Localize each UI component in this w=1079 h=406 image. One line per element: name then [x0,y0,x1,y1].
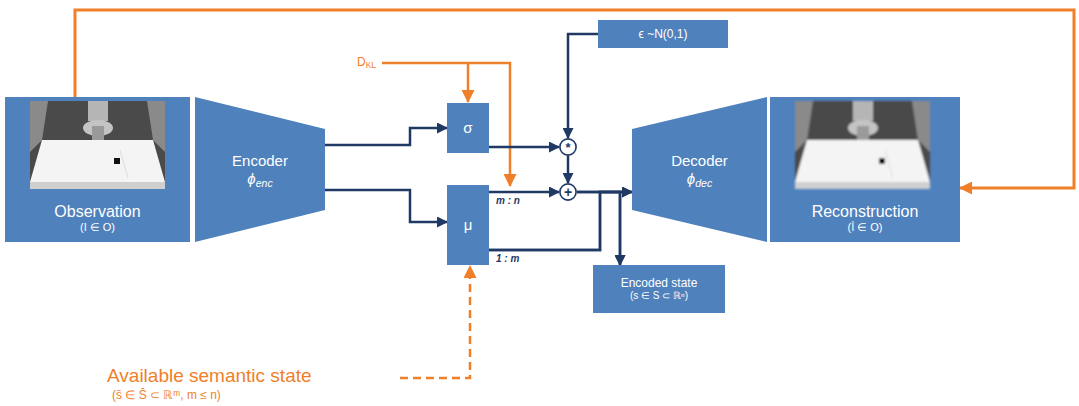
node-formula: (Î ∈ O) [847,221,882,234]
operator-outline [560,184,576,200]
node-formula: (I ∈ O) [80,221,115,234]
node-formula: ϕenc [247,170,272,188]
node-formula: (s ∈ S ⊂ ℝⁿ) [630,290,688,302]
flow-arrow [568,34,598,138]
trapezoid-shape [632,97,767,242]
flow-arrow [489,146,559,149]
kl-arrow [382,63,510,186]
trapezoid-shape [195,97,325,242]
semantic-state-label: Available semantic state [107,365,312,388]
flow-arrow [577,191,632,194]
flow-arrow [577,192,620,265]
node-title: σ [463,119,472,137]
sum-node: + [559,183,577,201]
flow-arrow [567,156,570,183]
trapezoid-fill [195,97,325,242]
node-title: Encoder [232,152,288,170]
operator-outline [560,139,576,155]
kl-label: DKL [357,55,376,69]
noise-box: ϵ ~N(0,1) [598,20,728,48]
reconstruction-box: Reconstruction(Î ∈ O) [770,97,960,242]
decoder-block: Decoderϕdec [632,97,767,242]
node-title: Reconstruction [812,202,919,221]
semantic-state-formula: (s̄ ∈ S̄ ⊂ ℝᵐ, m ≤ n) [112,388,221,402]
node-title: Decoder [671,152,728,170]
node-title: ϵ ~N(0,1) [639,27,688,41]
semantic-state-arrow [400,266,470,378]
flow-arrow [489,192,632,250]
slice-label: 1 : m [494,253,521,265]
mu-box: μ [447,185,489,265]
node-title: μ [464,216,473,234]
encoder-block: Encoderϕenc [195,97,325,242]
flow-arrow [325,128,447,145]
node-title: Encoded state [621,276,698,290]
kl-arrow [467,63,470,102]
flow-arrow [489,191,559,194]
node-title: + [564,185,572,199]
node-title: * [565,141,570,154]
node-title: Observation [54,202,140,221]
slice-label: m : n [494,195,522,207]
multiply-node: * [559,138,577,156]
flow-arrow [489,192,620,265]
observation-box: Observation(I ∈ O) [5,97,190,242]
trapezoid-fill [632,97,767,242]
flow-arrow [325,190,447,222]
sigma-box: σ [447,103,489,153]
encoded-state-box: Encoded state(s ∈ S ⊂ ℝⁿ) [593,265,725,313]
node-formula: ϕdec [687,170,712,188]
